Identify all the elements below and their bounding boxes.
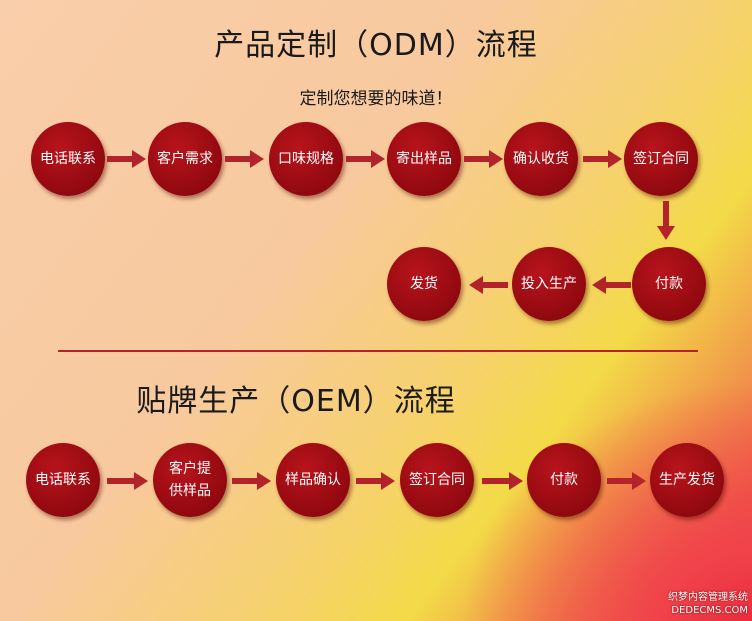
- arrow-right-icon: [346, 150, 385, 168]
- arrow-right-icon: [482, 472, 523, 490]
- oem-title: 贴牌生产（OEM）流程: [136, 384, 456, 419]
- arrow-right-icon: [107, 150, 146, 168]
- watermark: 织梦内容管理系统 DEDECMS.COM: [668, 591, 748, 617]
- oem-step-customer-samples: 客户提供样品: [153, 443, 227, 517]
- odm-step-payment: 付款: [632, 247, 706, 321]
- watermark-line2: DEDECMS.COM: [671, 605, 748, 616]
- oem-step-phone-contact: 电话联系: [26, 443, 100, 517]
- oem-step-payment: 付款: [527, 443, 601, 517]
- odm-step-customer-needs: 客户需求: [148, 122, 222, 196]
- odm-step-send-samples: 寄出样品: [387, 122, 461, 196]
- odm-step-flavor-spec: 口味规格: [269, 122, 343, 196]
- arrow-left-icon: [469, 276, 508, 294]
- arrow-right-icon: [107, 472, 148, 490]
- odm-subtitle: 定制您想要的味道！: [299, 89, 453, 109]
- odm-title: 产品定制（ODM）流程: [214, 28, 538, 63]
- odm-step-phone-contact: 电话联系: [31, 122, 105, 196]
- arrow-right-icon: [607, 472, 646, 490]
- arrow-right-icon: [356, 472, 395, 490]
- arrow-left-icon: [592, 276, 631, 294]
- oem-step-sign-contract: 签订合同: [400, 443, 474, 517]
- arrow-right-icon: [232, 472, 271, 490]
- oem-step-sample-confirm: 样品确认: [276, 443, 350, 517]
- odm-step-production: 投入生产: [512, 247, 586, 321]
- arrow-right-icon: [464, 150, 503, 168]
- arrow-right-icon: [583, 150, 622, 168]
- odm-step-shipping: 发货: [387, 247, 461, 321]
- arrow-down-icon: [657, 201, 675, 240]
- odm-step-sign-contract: 签订合同: [624, 122, 698, 196]
- section-divider: [58, 350, 698, 352]
- arrow-right-icon: [225, 150, 264, 168]
- odm-step-confirm-receipt: 确认收货: [504, 122, 578, 196]
- watermark-line1: 织梦内容管理系统: [668, 592, 748, 603]
- oem-step-production-shipping: 生产发货: [650, 443, 724, 517]
